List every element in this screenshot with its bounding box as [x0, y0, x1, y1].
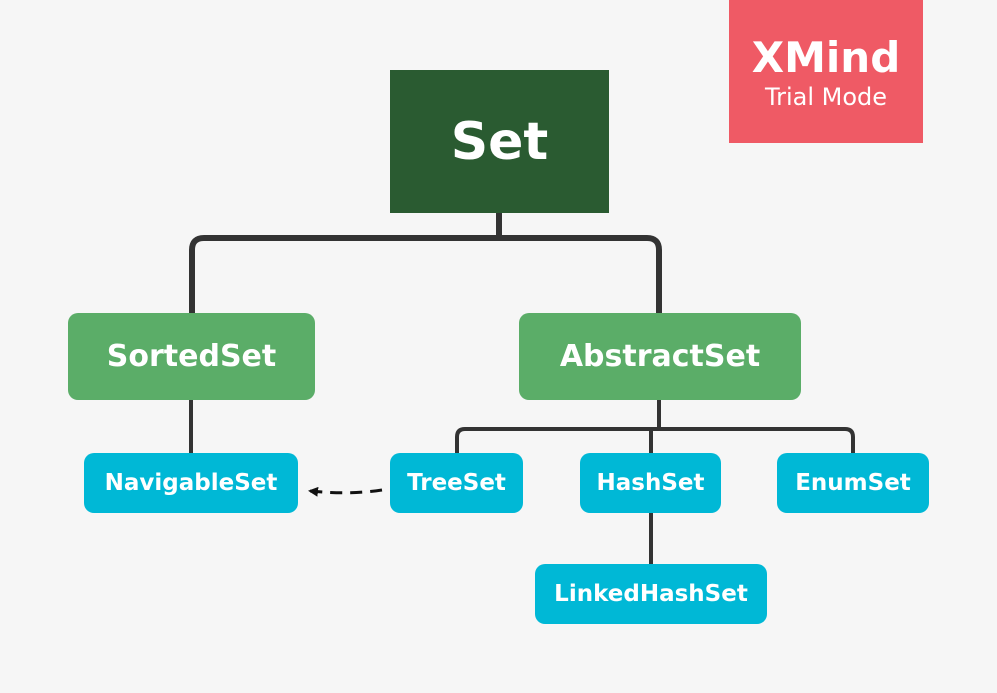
topic-treeset[interactable]: TreeSet: [390, 453, 523, 513]
topic-enumset[interactable]: EnumSet: [777, 453, 929, 513]
topic-navigableset[interactable]: NavigableSet: [84, 453, 298, 513]
topic-enumset-label: EnumSet: [795, 470, 911, 496]
topic-abstractset-label: AbstractSet: [559, 339, 761, 374]
trial-watermark: XMind Trial Mode: [729, 0, 923, 143]
relation-treeset-navigableset: [308, 486, 383, 497]
topic-sortedset[interactable]: SortedSet: [68, 313, 315, 400]
connector-abstractset-children: [455, 400, 855, 453]
topic-linkedhashset-label: LinkedHashSet: [554, 581, 748, 607]
topic-set-label: Set: [450, 111, 549, 172]
topic-hashset[interactable]: HashSet: [580, 453, 721, 513]
topic-linkedhashset[interactable]: LinkedHashSet: [535, 564, 767, 624]
watermark-mode: Trial Mode: [764, 82, 888, 111]
topic-navigableset-label: NavigableSet: [104, 470, 278, 496]
connector-set-children: [189, 210, 662, 316]
watermark-brand: XMind: [751, 32, 901, 82]
topic-set[interactable]: Set: [390, 70, 609, 213]
topic-treeset-label: TreeSet: [407, 470, 506, 496]
topic-sortedset-label: SortedSet: [106, 339, 277, 374]
topic-hashset-label: HashSet: [596, 470, 705, 496]
topic-abstractset[interactable]: AbstractSet: [519, 313, 801, 400]
